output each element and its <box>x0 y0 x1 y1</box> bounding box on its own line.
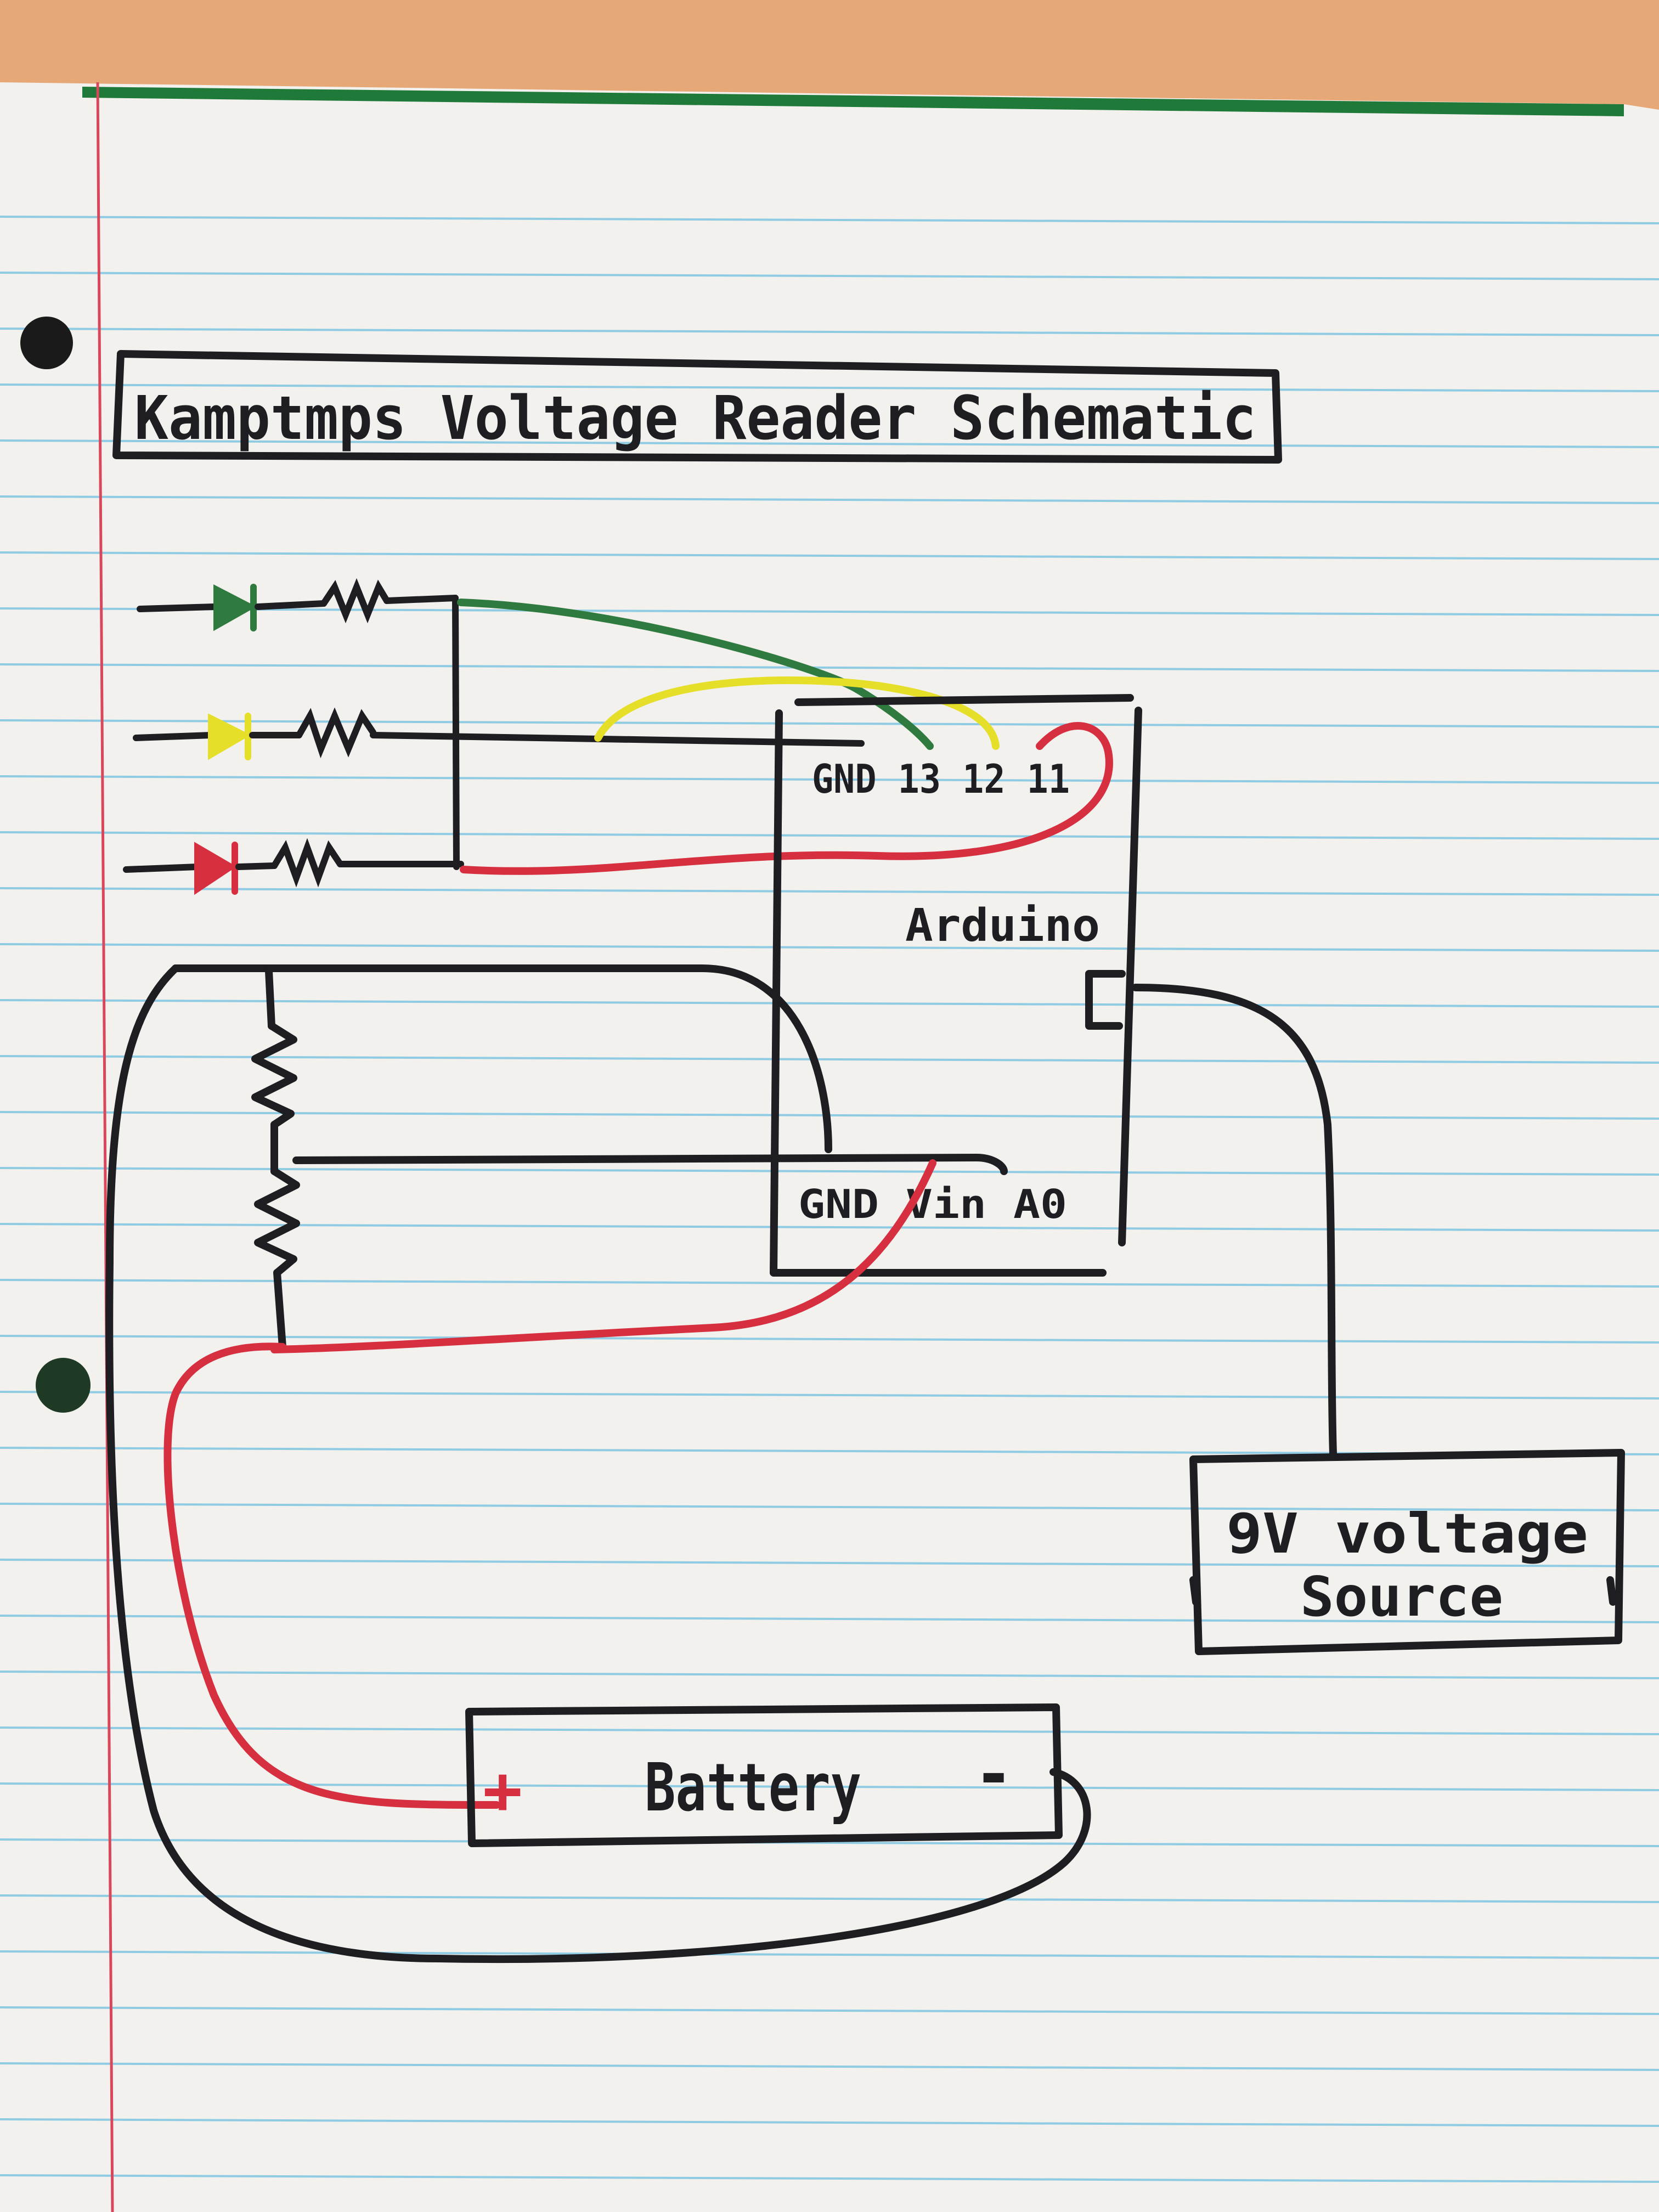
ruled-line <box>0 1335 1659 1344</box>
red-vin-wire <box>270 1159 936 1353</box>
ruled-line <box>0 607 1659 616</box>
green-wire <box>457 599 934 750</box>
ruled-line <box>0 1559 1659 1567</box>
ruled-line <box>0 663 1659 672</box>
yellow-wire <box>594 676 1000 750</box>
led-row-green <box>137 578 459 631</box>
ruled-line <box>0 1223 1659 1232</box>
ruled-line <box>0 1391 1659 1400</box>
ruled-line <box>0 719 1659 728</box>
notebook-binding-strip <box>82 87 1624 116</box>
yellow-resistor-icon <box>296 707 376 759</box>
ruled-line <box>0 999 1659 1008</box>
red-battery-wire <box>163 1342 500 1809</box>
ground-loop-wire <box>105 964 1091 1963</box>
red-led-wire <box>460 722 1113 875</box>
arduino-top-pins: GND 13 12 11 <box>812 756 1070 802</box>
battery-plus-terminal: + <box>483 1753 522 1829</box>
voltage-divider <box>105 964 1091 1963</box>
ruled-line <box>0 831 1659 840</box>
arduino-label: Arduino <box>905 900 1100 952</box>
arduino-bottom-pins: GND Vin A0 <box>798 1181 1067 1227</box>
red-led-icon <box>194 842 237 895</box>
ruled-line <box>0 495 1659 504</box>
ruled-line <box>0 272 1659 280</box>
ruled-line <box>0 1894 1659 1903</box>
battery-label: Battery <box>645 1750 861 1826</box>
voltage-source-box <box>1132 984 1625 1655</box>
arduino-board <box>770 694 1142 1277</box>
ruled-line <box>0 439 1659 448</box>
ruled-line <box>0 216 1659 224</box>
ruled-line <box>0 1615 1659 1623</box>
yellow-led-icon <box>208 713 251 760</box>
title-box: Kamptmps Voltage Reader Schematic <box>112 350 1282 464</box>
ruled-line <box>0 1671 1659 1679</box>
divider-resistor-bottom-icon <box>254 1167 300 1277</box>
voltage-source-line2: Source <box>1300 1565 1503 1629</box>
ruled-line <box>0 2174 1659 2183</box>
ruled-line <box>0 1950 1659 1959</box>
ruled-line <box>0 2062 1659 2071</box>
ruled-line <box>0 943 1659 952</box>
ruled-line <box>0 383 1659 392</box>
ruled-line <box>0 1726 1659 1735</box>
red-resistor-icon <box>271 838 343 888</box>
margin-line <box>96 82 114 2212</box>
ruled-line <box>0 2118 1659 2127</box>
ruled-line <box>0 328 1659 336</box>
led-row-red <box>123 838 464 895</box>
ruled-lines <box>0 216 1659 2183</box>
green-led-icon <box>213 584 257 631</box>
led-row-yellow <box>133 707 376 760</box>
green-resistor-icon <box>320 578 390 624</box>
power-jack-icon <box>1085 970 1126 1030</box>
ruled-line <box>0 551 1659 560</box>
binder-hole-middle <box>36 1358 91 1413</box>
ruled-line <box>0 1838 1659 1847</box>
ruled-line <box>0 1055 1659 1064</box>
ruled-line <box>0 775 1659 784</box>
battery-minus-terminal: - <box>974 1736 1013 1813</box>
schematic-title: Kamptmps Voltage Reader Schematic <box>134 383 1256 453</box>
ruled-line <box>0 1503 1659 1511</box>
ruled-line <box>0 2006 1659 2015</box>
battery-box <box>465 1703 1063 1847</box>
binder-hole-top <box>20 317 73 369</box>
ruled-line <box>0 1782 1659 1791</box>
divider-resistor-top-icon <box>251 1022 297 1128</box>
voltage-source-line1: 9V voltage <box>1226 1502 1588 1566</box>
ruled-line <box>0 887 1659 896</box>
